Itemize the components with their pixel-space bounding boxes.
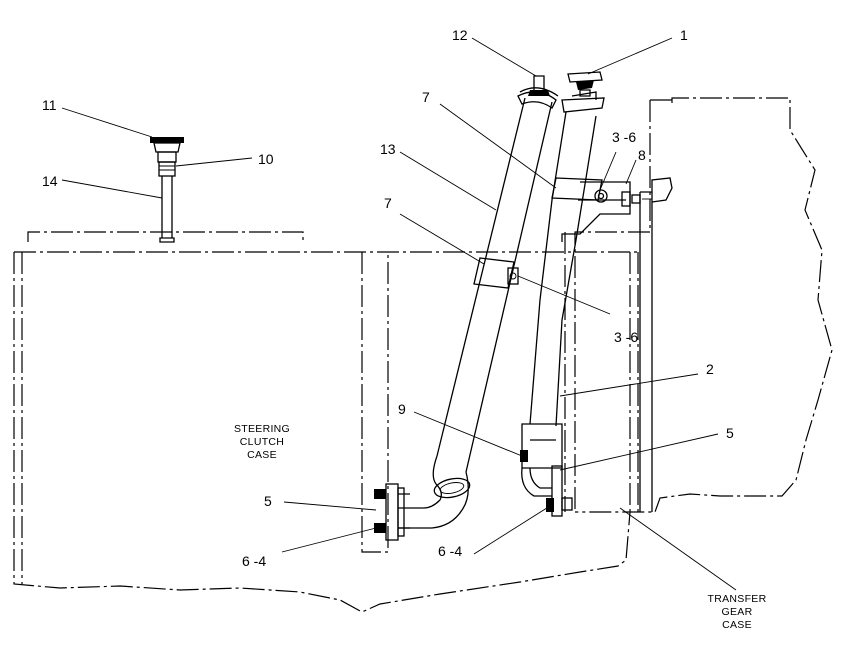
steering-label-line-2: CLUTCH bbox=[240, 436, 284, 448]
transfer-label-line-3: CASE bbox=[722, 619, 752, 631]
callout-11: 11 bbox=[42, 97, 57, 113]
transfer-label-line-1: TRANSFER bbox=[708, 593, 767, 605]
steering-clutch-case-label: STEERING CLUTCH CASE bbox=[234, 423, 290, 461]
steering-label-line-3: CASE bbox=[247, 449, 277, 461]
steering-label-line-1: STEERING bbox=[234, 423, 290, 435]
transfer-label-line-2: GEAR bbox=[722, 606, 753, 618]
steering-clutch-case-outline bbox=[13, 231, 639, 613]
dipstick-12 bbox=[528, 75, 550, 96]
callout-13: 13 bbox=[380, 141, 396, 157]
transfer-gear-case-outline bbox=[564, 97, 833, 513]
callout-2: 2 bbox=[706, 361, 714, 377]
callout-8: 8 bbox=[638, 147, 646, 163]
callout-3-6-upper: 3 -6 bbox=[612, 129, 636, 145]
filler-tube-13 bbox=[398, 87, 559, 529]
callout-1: 1 bbox=[680, 27, 688, 43]
callout-9: 9 bbox=[398, 401, 406, 417]
filler-tube-2 bbox=[520, 91, 605, 517]
filler-cap-1 bbox=[567, 71, 603, 97]
leader-lines bbox=[61, 37, 737, 591]
callout-labels: 1 12 11 10 14 7 13 7 3 -6 8 3 -6 2 9 5 5… bbox=[42, 27, 734, 569]
callout-6-4-right: 6 -4 bbox=[438, 543, 462, 559]
callout-12: 12 bbox=[452, 27, 468, 43]
callout-5-right: 5 bbox=[726, 425, 734, 441]
callout-5-left: 5 bbox=[264, 493, 272, 509]
breather-assembly bbox=[150, 137, 184, 243]
callout-7-upper: 7 bbox=[422, 89, 430, 105]
mounting-bracket bbox=[561, 177, 673, 512]
callout-7-lower: 7 bbox=[384, 195, 392, 211]
callout-10: 10 bbox=[258, 151, 274, 167]
transfer-gear-case-label: TRANSFER GEAR CASE bbox=[708, 593, 767, 631]
left-flange-connection bbox=[374, 483, 410, 541]
callout-3-6-lower: 3 -6 bbox=[614, 329, 638, 345]
callout-14: 14 bbox=[42, 173, 58, 189]
callout-6-4-left: 6 -4 bbox=[242, 553, 266, 569]
